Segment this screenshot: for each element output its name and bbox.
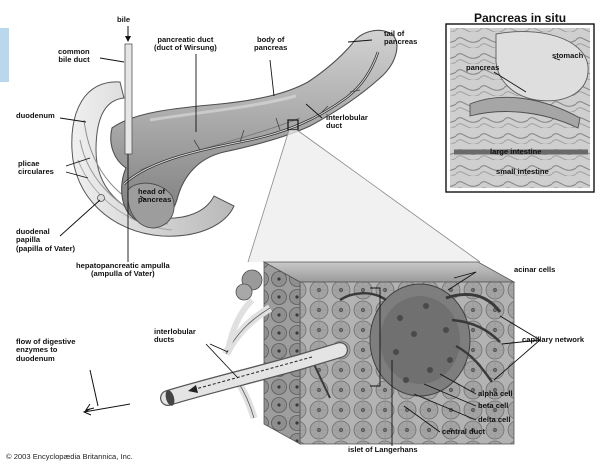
label-line: beta cell — [478, 402, 508, 410]
label-line: (papilla of Vater) — [16, 245, 75, 253]
label-line: (duct of Wirsung) — [154, 44, 217, 52]
label-islet-of-langerhans: islet of Langerhans — [348, 446, 418, 454]
label-alpha-cell: alpha cell — [478, 390, 513, 398]
label-central-duct: central duct — [442, 428, 485, 436]
label-bile: bile — [117, 16, 130, 24]
label-line: ducts — [154, 336, 196, 344]
label-line: bile — [117, 16, 130, 24]
label-line: pancreas — [384, 38, 417, 46]
label-delta-cell: delta cell — [478, 416, 511, 424]
label-hepatopancreatic-ampulla: hepatopancreatic ampulla (ampulla of Vat… — [76, 262, 170, 279]
label-line: circulares — [18, 168, 54, 176]
inset-label-large-intestine: large intestine — [490, 148, 541, 156]
label-line: alpha cell — [478, 390, 513, 398]
label-line: pancreas — [138, 196, 171, 204]
label-duodenum: duodenum — [16, 112, 55, 120]
label-pancreatic-duct: pancreatic duct (duct of Wirsung) — [154, 36, 217, 53]
label-flow-of-enzymes: flow of digestive enzymes to duodenum — [16, 338, 76, 363]
label-line: pancreas — [254, 44, 287, 52]
label-line: capillary network — [522, 336, 584, 344]
inset-label-pancreas: pancreas — [466, 64, 499, 72]
label-interlobular-ducts: interlobular ducts — [154, 328, 196, 345]
label-line: (ampulla of Vater) — [76, 270, 170, 278]
label-line: central duct — [442, 428, 485, 436]
label-tail-of-pancreas: tail of pancreas — [384, 30, 417, 47]
label-line: delta cell — [478, 416, 511, 424]
label-beta-cell: beta cell — [478, 402, 508, 410]
label-body-of-pancreas: body of pancreas — [254, 36, 287, 53]
label-head-of-pancreas: head of pancreas — [138, 188, 171, 205]
label-line: duodenum — [16, 112, 55, 120]
inset-title: Pancreas in situ — [474, 11, 566, 25]
label-line: bile duct — [58, 56, 90, 64]
inset-label-small-intestine: small intestine — [496, 168, 549, 176]
label-capillary-network: capillary network — [522, 336, 584, 344]
label-line: acinar cells — [514, 266, 555, 274]
copyright-credit: © 2003 Encyclopædia Britannica, Inc. — [6, 452, 133, 461]
label-common-bile-duct: common bile duct — [58, 48, 90, 65]
label-plicae-circulares: plicae circulares — [18, 160, 54, 177]
inset-label-stomach: stomach — [552, 52, 583, 60]
label-line: duct — [326, 122, 368, 130]
label-line: duodenum — [16, 355, 76, 363]
label-acinar-cells: acinar cells — [514, 266, 555, 274]
label-line: islet of Langerhans — [348, 446, 418, 454]
label-duodenal-papilla: duodenal papilla (papilla of Vater) — [16, 228, 75, 253]
label-interlobular-duct: interlobular duct — [326, 114, 368, 131]
